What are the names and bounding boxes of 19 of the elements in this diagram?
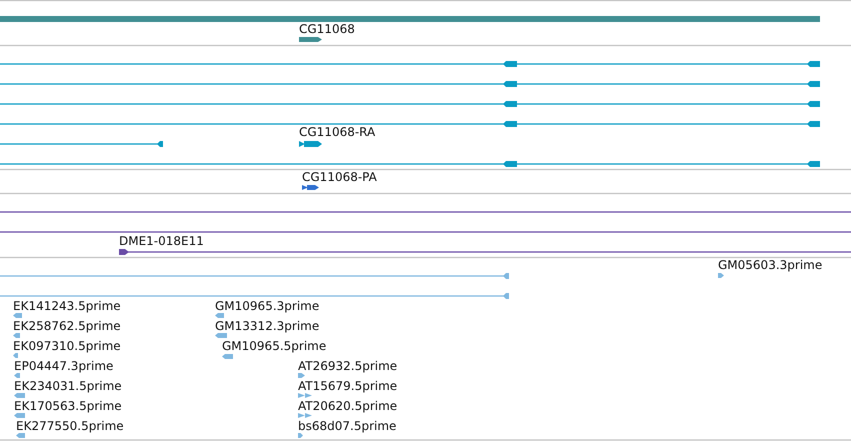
feature-label: GM05603.3prime <box>718 259 822 272</box>
feature-label: EK258762.5prime <box>13 320 121 333</box>
feature-label: AT20620.5prime <box>298 400 398 413</box>
feature-label: EK170563.5prime <box>14 400 122 413</box>
feature-label: GM13312.3prime <box>215 320 320 333</box>
feature-label: CG11068-RA <box>299 126 376 139</box>
feature-label: AT15679.5prime <box>298 380 398 393</box>
feature-label: GM10965.3prime <box>215 300 320 313</box>
feature-label: CG11068 <box>299 23 355 36</box>
feature-label: bs68d07.5prime <box>298 420 396 433</box>
feature-label: EK277550.5prime <box>16 420 124 433</box>
feature-label: DME1-018E11 <box>119 235 204 248</box>
feature-label: EK141243.5prime <box>13 300 121 313</box>
feature-label: GM10965.5prime <box>222 340 326 353</box>
feature-label: EK097310.5prime <box>13 340 121 353</box>
feature-label: CG11068-PA <box>302 171 377 184</box>
feature-label: EP04447.3prime <box>14 360 114 373</box>
feature-label: EK234031.5prime <box>14 380 122 393</box>
feature-label: AT26932.5prime <box>298 360 398 373</box>
